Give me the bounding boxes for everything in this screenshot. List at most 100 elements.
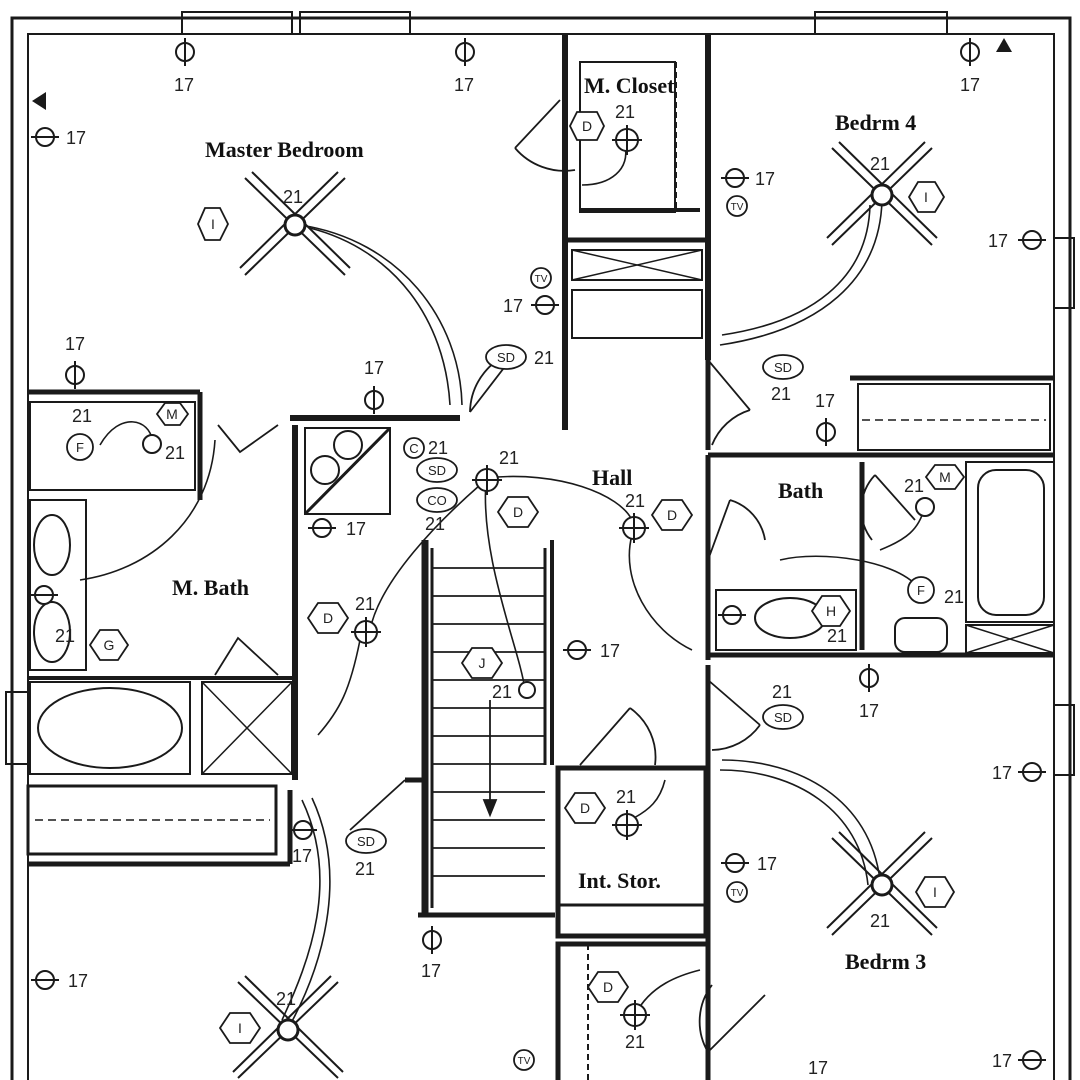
svg-text:F: F (76, 440, 84, 455)
svg-text:21: 21 (772, 682, 792, 702)
svg-text:17: 17 (600, 641, 620, 661)
svg-text:SD: SD (774, 360, 792, 375)
svg-text:J: J (479, 655, 486, 671)
outlet (960, 38, 980, 66)
svg-text:21: 21 (625, 491, 645, 511)
ceiling-fan-master (239, 171, 351, 276)
outlet (721, 168, 749, 188)
svg-text:21: 21 (425, 514, 445, 534)
svg-text:17: 17 (454, 75, 474, 95)
svg-text:17: 17 (988, 231, 1008, 251)
svg-text:SD: SD (357, 834, 375, 849)
svg-text:17: 17 (292, 846, 312, 866)
outlet (563, 640, 591, 660)
svg-text:21: 21 (72, 406, 92, 426)
symbol-letters: D I I M D D D G M H J D I D I F F C SD S… (76, 118, 951, 1067)
svg-text:17: 17 (992, 1051, 1012, 1071)
outlets (30, 38, 1046, 1070)
outlet (31, 970, 59, 990)
svg-text:M: M (166, 406, 178, 422)
doors (214, 99, 916, 1053)
outlet (455, 38, 475, 66)
svg-text:C: C (409, 441, 418, 456)
triangle-icon (996, 38, 1012, 52)
outlet (175, 38, 195, 66)
outlet (31, 127, 59, 147)
outlet (289, 820, 317, 840)
light-fixture-stor (612, 810, 642, 840)
svg-text:D: D (513, 504, 523, 520)
outlet (308, 518, 336, 538)
svg-text:F: F (917, 583, 925, 598)
svg-text:D: D (582, 118, 592, 134)
svg-text:I: I (238, 1020, 242, 1036)
svg-text:17: 17 (68, 971, 88, 991)
svg-text:D: D (603, 979, 613, 995)
label-bedrm-4: Bedrm 4 (835, 110, 916, 135)
walls (5, 11, 1075, 1080)
svg-text:21: 21 (55, 626, 75, 646)
svg-text:G: G (104, 637, 115, 653)
ceiling-fan-lower-bedroom (232, 975, 344, 1079)
svg-text:17: 17 (815, 391, 835, 411)
svg-text:D: D (323, 610, 333, 626)
outlet (1018, 1050, 1046, 1070)
svg-text:21: 21 (276, 989, 296, 1009)
light-fixture-bath (915, 497, 935, 517)
light-fixture-stair (518, 681, 536, 699)
ceiling-fan-bedrm4 (826, 141, 938, 246)
light-fixture-landing (351, 617, 381, 647)
svg-text:21: 21 (355, 859, 375, 879)
light-fixture-closet (612, 125, 642, 155)
svg-text:CO: CO (427, 493, 447, 508)
outlet (364, 386, 384, 414)
triangle-icon (32, 92, 46, 110)
svg-text:TV: TV (731, 202, 744, 213)
svg-text:D: D (667, 507, 677, 523)
label-m-bath: M. Bath (172, 575, 249, 600)
svg-text:17: 17 (808, 1058, 828, 1078)
svg-text:21: 21 (615, 102, 635, 122)
staircase (430, 548, 547, 908)
svg-text:17: 17 (174, 75, 194, 95)
outlet (422, 926, 442, 954)
label-bath: Bath (778, 478, 823, 503)
svg-text:SD: SD (428, 463, 446, 478)
outlet (1018, 230, 1046, 250)
svg-text:21: 21 (499, 448, 519, 468)
outlet (65, 361, 85, 389)
svg-text:17: 17 (859, 701, 879, 721)
svg-text:17: 17 (66, 128, 86, 148)
svg-text:21: 21 (534, 348, 554, 368)
circuit-wiring (79, 144, 926, 1026)
svg-text:21: 21 (355, 594, 375, 614)
circuit-17-labels: 17 17 17 17 17 17 17 17 17 17 17 17 17 1… (65, 75, 1012, 1078)
svg-text:21: 21 (870, 911, 890, 931)
label-int-stor: Int. Stor. (578, 868, 661, 893)
svg-text:21: 21 (870, 154, 890, 174)
outlet (859, 664, 879, 692)
svg-text:17: 17 (757, 854, 777, 874)
svg-text:TV: TV (535, 274, 548, 285)
svg-text:21: 21 (771, 384, 791, 404)
svg-text:21: 21 (492, 682, 512, 702)
svg-text:17: 17 (992, 763, 1012, 783)
svg-text:H: H (826, 603, 836, 619)
svg-text:17: 17 (503, 296, 523, 316)
svg-text:SD: SD (774, 710, 792, 725)
svg-text:17: 17 (421, 961, 441, 981)
light-fixture-hall-1 (472, 465, 502, 495)
svg-text:17: 17 (755, 169, 775, 189)
svg-text:17: 17 (364, 358, 384, 378)
svg-text:M: M (939, 469, 951, 485)
svg-text:17: 17 (346, 519, 366, 539)
svg-text:I: I (933, 884, 937, 900)
outlet (531, 295, 559, 315)
svg-text:21: 21 (904, 476, 924, 496)
svg-text:17: 17 (960, 75, 980, 95)
svg-text:21: 21 (616, 787, 636, 807)
svg-text:21: 21 (283, 187, 303, 207)
label-bedrm-3: Bedrm 3 (845, 949, 926, 974)
outlet (721, 853, 749, 873)
ovals (66, 195, 935, 1071)
